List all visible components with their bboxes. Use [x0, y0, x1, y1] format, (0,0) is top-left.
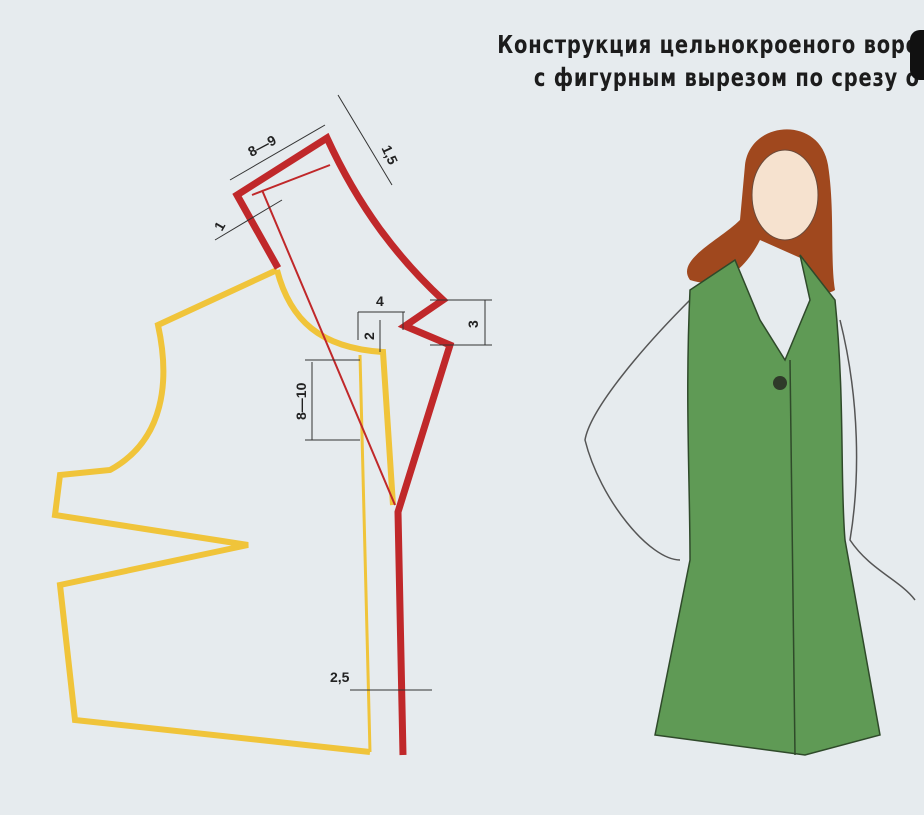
woman-illustration: [584, 129, 916, 756]
label-collar-width: 8—9: [245, 132, 279, 160]
label-collar-rise: 1,5: [379, 143, 402, 168]
diagram-title: Конструкция цельнокроеного воро с фигурн…: [405, 28, 920, 94]
collar-pattern: [232, 132, 455, 756]
arms: [584, 299, 916, 601]
bodice-pattern: [51, 267, 396, 755]
label-lapel-depth: 8—10: [293, 382, 309, 420]
center-front-line: [358, 354, 372, 753]
label-collar-offset: 1: [211, 218, 229, 233]
title-line-2: с фигурным вырезом по срезу о: [533, 63, 920, 92]
collar-inner-line: [251, 164, 396, 506]
green-dress: [654, 254, 881, 756]
neckline: [274, 269, 396, 506]
dress-center-line: [789, 359, 796, 756]
label-notch-height: 3: [465, 320, 481, 328]
label-notch-width: 4: [376, 293, 384, 309]
title-line-1: Конструкция цельнокроеного воро: [497, 30, 920, 59]
overlay-button-edge: [910, 30, 924, 80]
brooch: [773, 376, 787, 390]
bodice-outline: [51, 267, 371, 755]
face: [751, 149, 819, 241]
collar-outline: [232, 132, 455, 756]
label-extension: 2,5: [330, 669, 350, 685]
label-notch-drop: 2: [361, 332, 377, 340]
dimension-lines: [214, 94, 492, 691]
